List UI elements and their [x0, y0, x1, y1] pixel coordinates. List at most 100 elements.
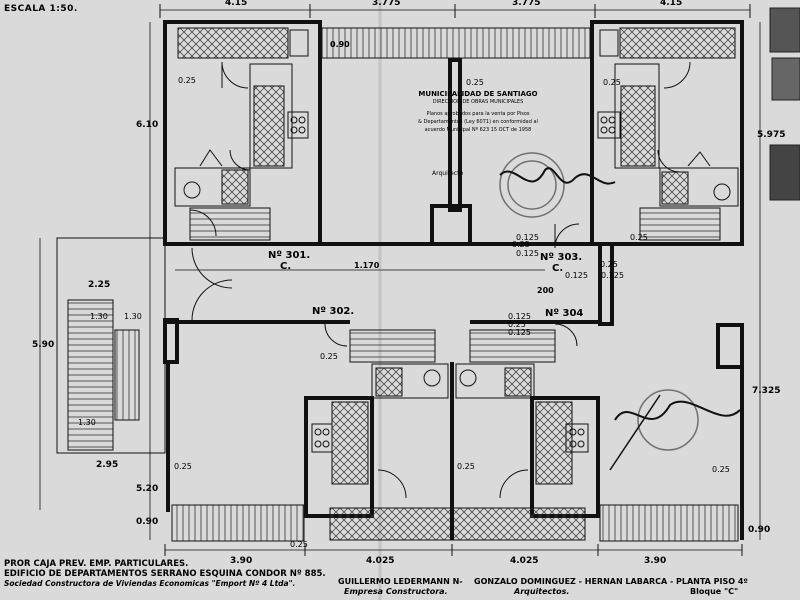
stove-302	[311, 423, 333, 453]
inner-dim-g: 0.125	[516, 233, 539, 242]
signature-scribble	[499, 167, 616, 185]
inner-dim-c: 0.25	[603, 78, 621, 87]
seal-circle-2	[637, 389, 699, 451]
left-dim-5: 1.30	[124, 312, 142, 321]
apartment-301-upper	[163, 20, 322, 246]
stove-301	[287, 111, 309, 139]
builder-role: Empresa Constructora.	[344, 587, 448, 596]
staircase-303	[639, 207, 721, 241]
stamp-subtitle: DIRECCION DE OBRAS MUNICIPALES	[432, 99, 524, 105]
terrace-upper-right	[619, 27, 736, 59]
plan-floor: PLANTA PISO 4º	[676, 577, 748, 586]
unit-301-number: Nº 301.	[268, 250, 311, 261]
right-dim-3: 0.90	[748, 525, 771, 535]
bottom-dimension-line	[164, 544, 743, 556]
inner-dim-f: 0.25	[712, 465, 730, 474]
inner-dim-k: 0.25	[512, 240, 530, 249]
left-dim-4: 1.30	[90, 312, 108, 321]
revenue-stamps	[769, 7, 800, 201]
builder-credit: GUILLERMO LEDERMANN N- Empresa Construct…	[338, 577, 463, 597]
kitchen-counter-302	[331, 401, 369, 485]
plan-title: PLANTA PISO 4º Bloque "C"	[676, 577, 748, 597]
exterior-staircase	[39, 237, 166, 510]
inner-dim-a: 0.25	[178, 76, 196, 85]
stamp-line-1: Planos aprobados para la venta por Pisos	[426, 111, 530, 117]
inner-dim-i: 0.125	[565, 271, 588, 280]
builder-name: GUILLERMO LEDERMANN N-	[338, 577, 463, 586]
stamp-title: MUNICIPALIDAD DE SANTIAGO	[418, 90, 538, 98]
apartment-303-upper	[590, 20, 744, 246]
footer-line-2: EDIFICIO DE DEPARTAMENTOS SERRANO ESQUIN…	[4, 569, 326, 579]
unit-303-block: C.	[552, 263, 564, 274]
architects-credit: GONZALO DOMINGUEZ - HERNAN LABARCA - Arq…	[474, 577, 673, 597]
bottom-dim-3: 4.025	[510, 556, 539, 566]
inner-dim-o: 0.25	[508, 320, 526, 329]
plan-block: Bloque "C"	[690, 587, 739, 596]
central-corridor	[165, 204, 614, 347]
bathroom-302	[371, 363, 449, 399]
stove-303	[597, 111, 621, 139]
inner-dim-b: 0.25	[466, 78, 484, 87]
top-dim-3: 3.775	[512, 0, 541, 8]
top-dim-1: 4.15	[225, 0, 248, 8]
architects-names: GONZALO DOMINGUEZ - HERNAN LABARCA -	[474, 577, 674, 586]
left-dim-6: 1.30	[78, 418, 96, 427]
approval-text: MUNICIPALIDAD DE SANTIAGO DIRECCION DE O…	[404, 90, 552, 134]
bathroom-304	[455, 363, 535, 399]
stamp-architect: Arquitecto	[432, 170, 464, 177]
seal-circle	[499, 152, 565, 218]
stamp-line-3: acuerdo Municipal Nº 623 15 OCT de 1958	[424, 127, 532, 133]
unit-304-label: Nº 304	[545, 308, 584, 319]
inner-dim-m: 0.125	[508, 312, 531, 321]
corridor-length-dim: 1.170	[354, 261, 380, 270]
inner-dim-d: 0.25	[174, 462, 192, 471]
inner-dim-l: 0.25	[600, 260, 618, 269]
inner-dim-q: 0.25	[290, 540, 308, 549]
architects-role: Arquitectos.	[514, 587, 570, 596]
kitchen-counter-304	[535, 401, 573, 485]
scale-label: ESCALA 1:50.	[4, 4, 78, 14]
staircase-302	[349, 329, 436, 363]
lower-balcony-left	[171, 504, 305, 542]
unit-301-block: C.	[280, 261, 292, 272]
right-dim-2: 7.325	[752, 386, 781, 396]
top-dimension-line	[159, 4, 751, 18]
apartment-302-lower	[163, 318, 449, 518]
bathroom-303	[659, 167, 739, 207]
left-dim-9: 0.90	[136, 517, 159, 527]
unit-303-label: Nº 303. C.	[540, 252, 582, 274]
bathroom-301	[174, 167, 251, 207]
footer-line-3: Sociedad Constructora de Viviendas Econo…	[4, 579, 296, 588]
inner-dim-e: 0.25	[457, 462, 475, 471]
bottom-dim-4: 3.90	[644, 556, 667, 566]
unit-303-number: Nº 303.	[540, 252, 583, 263]
left-dim-8: 5.20	[136, 484, 159, 494]
upper-balcony-rail	[321, 27, 591, 59]
unit-301-label: Nº 301. C.	[268, 250, 310, 272]
stamp-line-2: & Departamentos (Ley 6071) en conformida…	[418, 119, 538, 125]
kitchen-counter-301	[253, 85, 285, 167]
stove-304	[565, 423, 589, 453]
left-dim-3: 5.90	[32, 340, 55, 350]
inner-dim-n: 0.125	[508, 328, 531, 337]
toilet-303	[713, 183, 731, 201]
toilet-304	[459, 369, 477, 387]
top-dim-4: 4.15	[660, 0, 683, 8]
inner-dim-p: 0.25	[630, 233, 648, 242]
inner-dim-090: 0.90	[330, 40, 350, 49]
left-dim-2: 2.25	[88, 280, 111, 290]
staircase-304	[469, 329, 556, 363]
inner-dim-j: 0.125	[601, 271, 624, 280]
inner-dim-h: 0.125	[516, 249, 539, 258]
terrace-upper-left	[177, 27, 289, 59]
top-dim-2: 3.775	[372, 0, 401, 8]
toilet-301	[183, 181, 201, 199]
left-dim-1: 6.10	[136, 120, 159, 130]
footer-line-1: PROR CAJA PREV. EMP. PARTICULARES.	[4, 559, 189, 569]
bottom-dim-1: 3.90	[230, 556, 253, 566]
project-info: PROR CAJA PREV. EMP. PARTICULARES. EDIFI…	[4, 559, 326, 589]
inner-dim-r: 0.25	[320, 352, 338, 361]
toilet-302	[423, 369, 441, 387]
